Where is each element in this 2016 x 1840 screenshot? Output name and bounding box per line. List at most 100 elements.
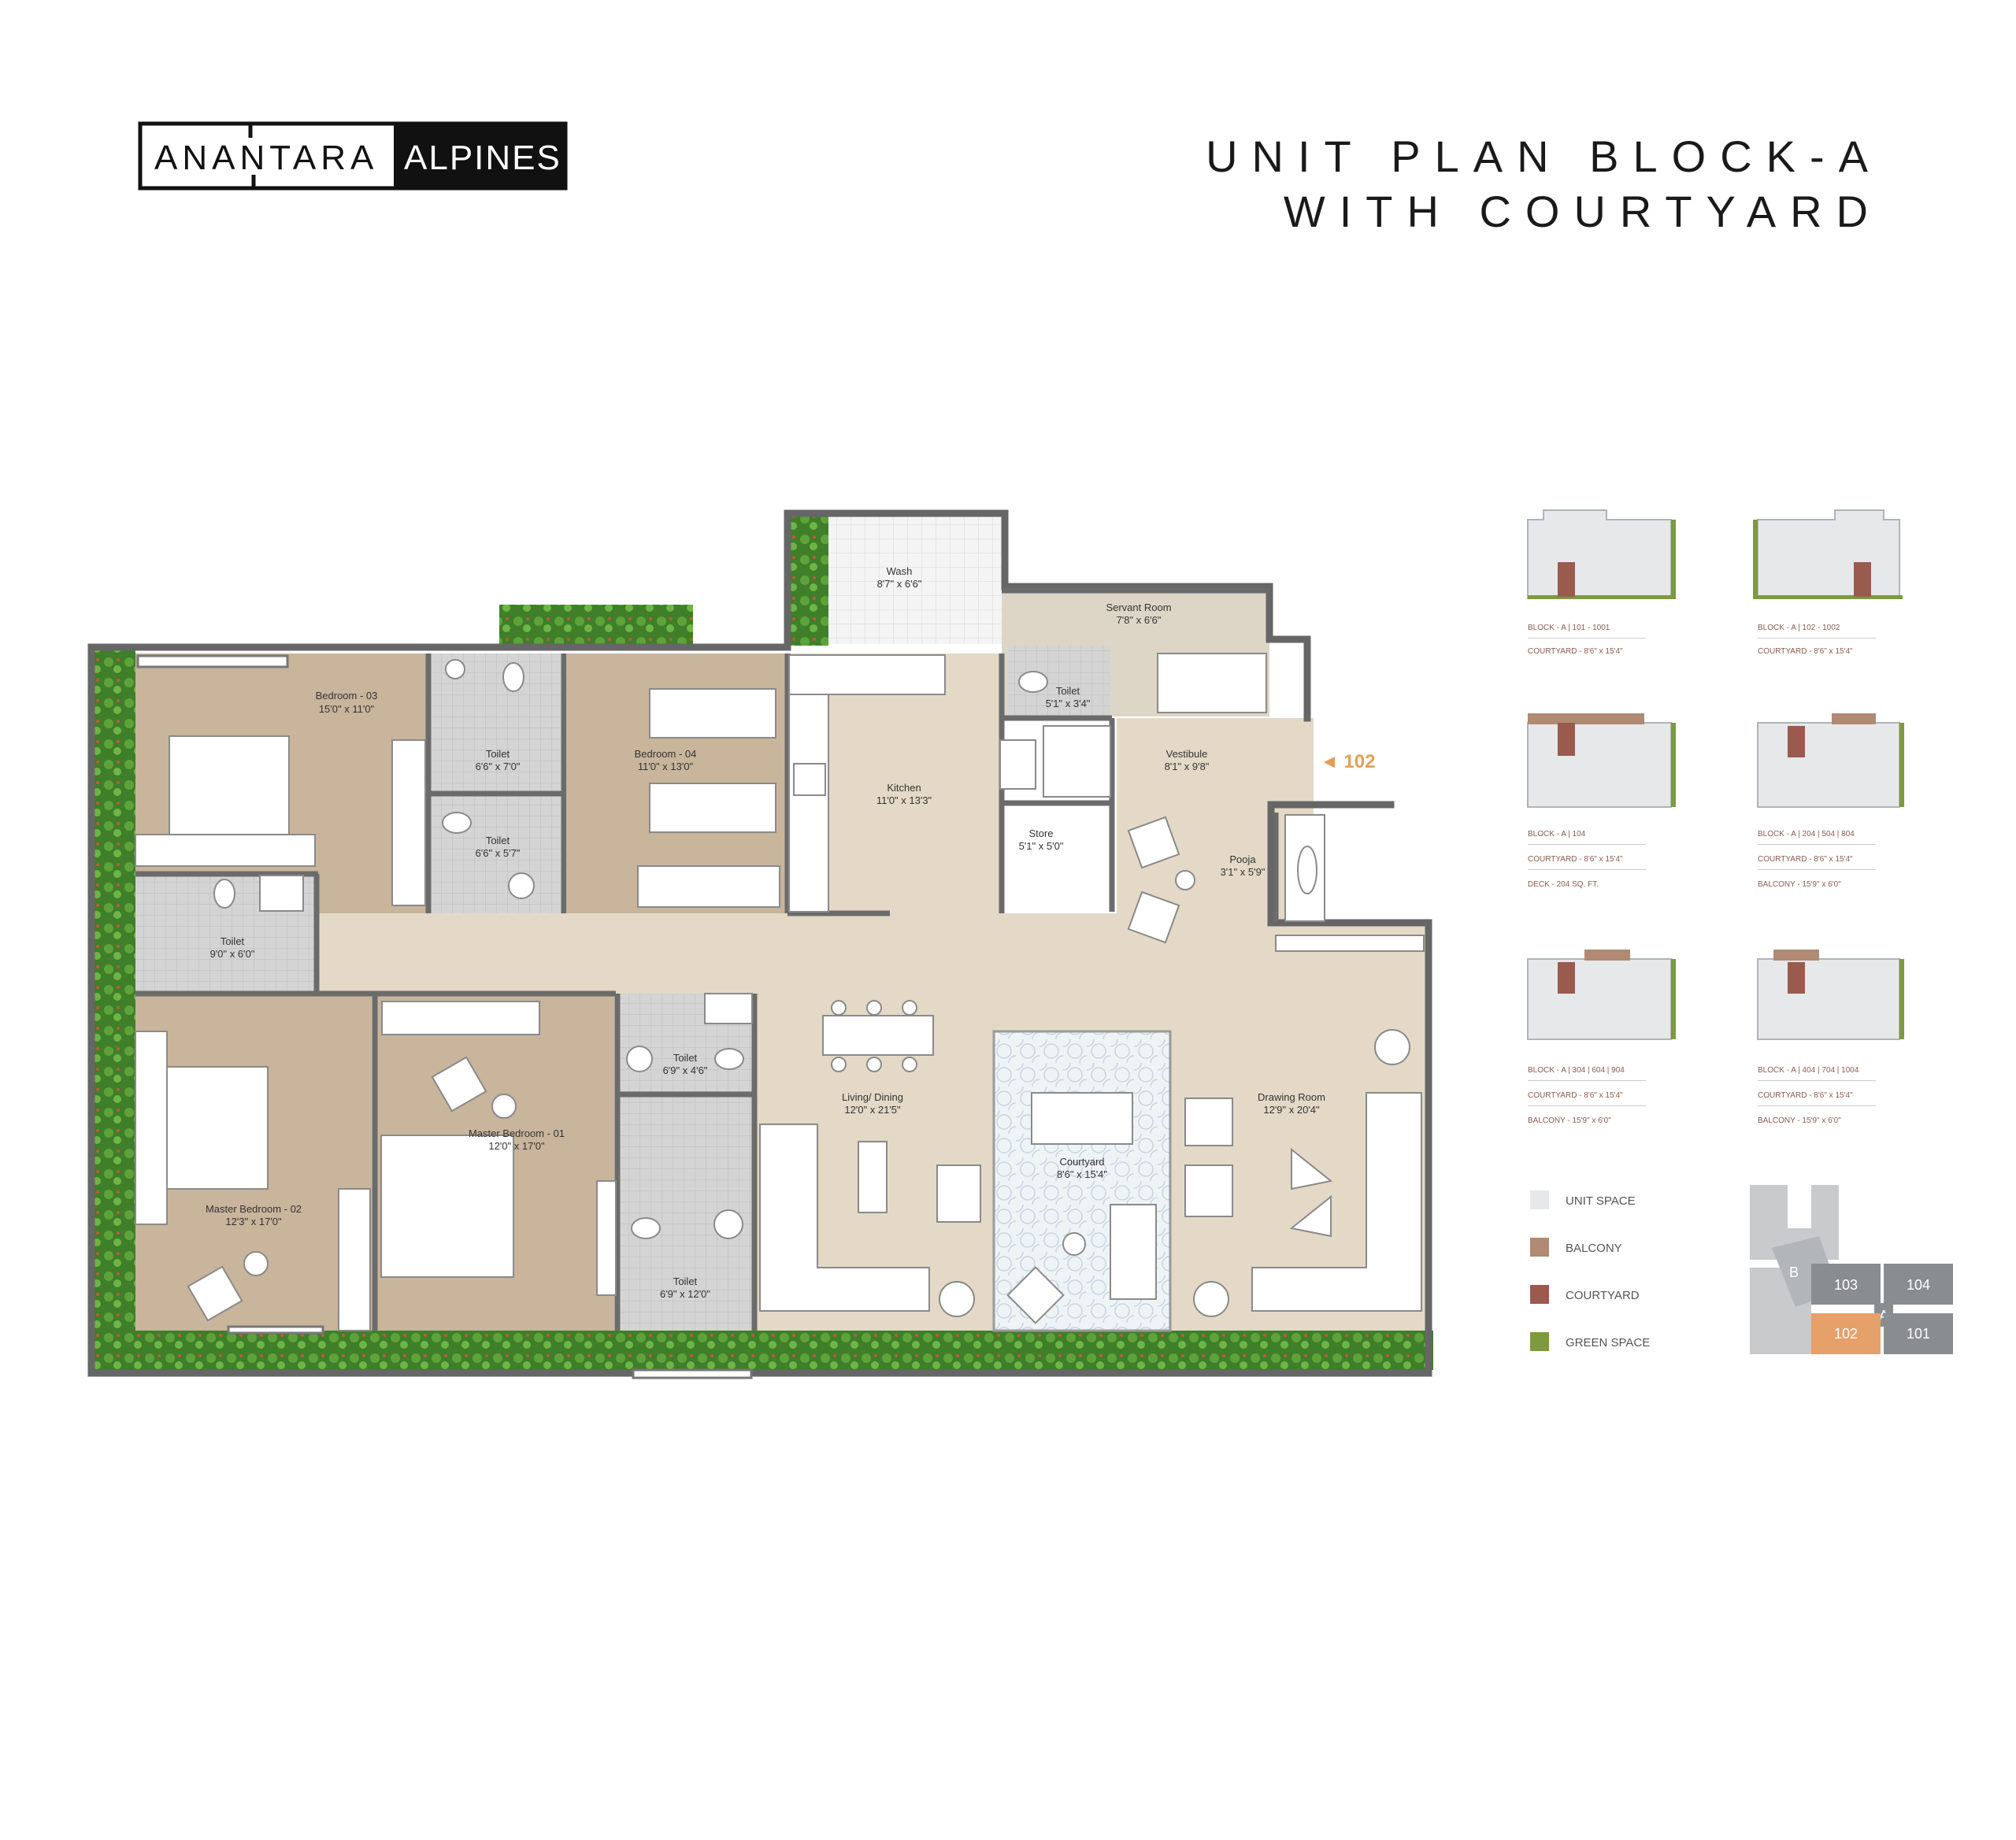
legend-swatch-courtyard [1530, 1285, 1549, 1304]
green-space-left [88, 646, 135, 1370]
room-size: 8'6" x 15'4" [1057, 1168, 1107, 1180]
room-size: 8'7" x 6'6" [877, 578, 922, 590]
site-unit-101 [1884, 1313, 1953, 1354]
unit-marker: ◄ 102 [1320, 751, 1375, 772]
key-plan-1: BLOCK - A | 101 - 1001 COURTYARD - 8'6" … [1527, 509, 1676, 656]
key-plan-3: BLOCK - A | 104 COURTYARD - 8'6" x 15'4"… [1527, 713, 1676, 889]
room-name: Kitchen [887, 782, 921, 794]
key-plan-1-line-1: BLOCK - A | 101 - 1001 [1528, 624, 1610, 632]
floor-plan: Bedroom - 03 15'0" x 11'0" Toilet 6'6" x… [87, 509, 1433, 1379]
bed-04-a [649, 688, 776, 739]
room-size: 12'0" x 21'5" [844, 1104, 901, 1116]
site-plan: B 103 104 A 102 101 [1750, 1185, 1953, 1354]
key-plan-5: BLOCK - A | 304 | 604 | 904 COURTYARD - … [1527, 950, 1676, 1125]
room-size: 6'9" x 4'6" [663, 1064, 708, 1076]
brand-logo: ANANTARA ALPINES [138, 121, 568, 191]
furniture [135, 653, 1425, 1331]
room-size: 15'0" x 11'0" [319, 703, 375, 715]
bed-master-01 [380, 1135, 514, 1278]
site-block-b: B [1789, 1264, 1799, 1280]
room-size: 5'1" x 3'4" [1046, 698, 1091, 709]
room-name: Store [1028, 827, 1053, 839]
room-size: 12'0" x 17'0" [488, 1140, 545, 1152]
key-plan-6-line-1: BLOCK - A | 404 | 704 | 1004 [1758, 1066, 1859, 1075]
title-line-1: UNIT PLAN BLOCK-A [1206, 131, 1882, 181]
room-name: Vestibule [1166, 748, 1208, 760]
legend-label: GREEN SPACE [1566, 1336, 1650, 1349]
room-size: 11'0" x 13'3" [876, 794, 932, 806]
room-size: 12'3" x 17'0" [225, 1216, 282, 1227]
key-plan-2: BLOCK - A | 102 - 1002 COURTYARD - 8'6" … [1753, 509, 1903, 656]
sofa-drawing [1251, 1092, 1422, 1312]
green-space-bottom [88, 1331, 1433, 1370]
room-size: 5'1" x 5'0" [1019, 840, 1064, 852]
site-unit-label: 102 [1834, 1326, 1858, 1342]
key-plan-2-line-2: COURTYARD - 8'6" x 15'4" [1758, 647, 1853, 656]
key-plans: BLOCK - A | 101 - 1001 COURTYARD - 8'6" … [1527, 509, 1904, 1125]
room-size: 6'6" x 7'0" [476, 761, 521, 772]
green-space-top-1 [499, 605, 693, 644]
legend-label: UNIT SPACE [1566, 1194, 1636, 1208]
room-size: 12'9" x 20'4" [1263, 1104, 1320, 1116]
key-plan-5-line-2: COURTYARD - 8'6" x 15'4" [1528, 1091, 1623, 1100]
room-name: Courtyard [1059, 1156, 1104, 1168]
key-plan-2-line-1: BLOCK - A | 102 - 1002 [1758, 624, 1840, 632]
room-size: 3'1" x 5'9" [1221, 866, 1266, 878]
room-labels: Bedroom - 03 15'0" x 11'0" Toilet 6'6" x… [206, 565, 1325, 1300]
room-name: Toilet [220, 935, 245, 947]
key-plan-4: BLOCK - A | 204 | 504 | 804 COURTYARD - … [1757, 713, 1904, 889]
room-name: Toilet [486, 748, 510, 760]
legend-swatch-balcony [1530, 1238, 1549, 1257]
key-plan-1-line-2: COURTYARD - 8'6" x 15'4" [1528, 647, 1623, 656]
legend-label: BALCONY [1566, 1242, 1622, 1255]
site-unit-label: 103 [1834, 1277, 1858, 1293]
room-name: Toilet [486, 835, 510, 846]
legend-swatch-unit-space [1530, 1190, 1549, 1209]
key-plan-3-line-2: COURTYARD - 8'6" x 15'4" [1528, 855, 1623, 864]
walls [87, 509, 1432, 1377]
brand-left: ANANTARA [154, 139, 378, 177]
key-plan-5-line-3: BALCONY - 15'9" x 6'0" [1528, 1116, 1611, 1125]
room-size: 6'9" x 12'0" [660, 1288, 710, 1300]
room-size: 6'6" x 5'7" [476, 847, 521, 859]
key-plan-5-line-1: BLOCK - A | 304 | 604 | 904 [1528, 1066, 1625, 1075]
key-plan-6: BLOCK - A | 404 | 704 | 1004 COURTYARD -… [1757, 950, 1904, 1125]
site-unit-104 [1884, 1264, 1953, 1305]
key-plan-4-line-3: BALCONY - 15'9" x 6'0" [1758, 880, 1841, 889]
room-name: Pooja [1229, 853, 1256, 865]
room-name: Bedroom - 04 [635, 748, 697, 760]
key-plan-6-line-3: BALCONY - 15'9" x 6'0" [1758, 1116, 1841, 1125]
room-name: Living/ Dining [842, 1091, 903, 1103]
legend: UNIT SPACE BALCONY COURTYARD GREEN SPACE [1530, 1190, 1650, 1351]
room-name: Toilet [1056, 685, 1080, 697]
room-name: Master Bedroom - 02 [206, 1203, 302, 1215]
dining-table [822, 1015, 934, 1056]
legend-label: COURTYARD [1566, 1289, 1640, 1302]
room-size: 7'8" x 6'6" [1117, 614, 1162, 626]
legend-swatch-green-space [1530, 1332, 1549, 1351]
key-plan-4-line-2: COURTYARD - 8'6" x 15'4" [1758, 855, 1853, 864]
site-unit-102 [1811, 1313, 1881, 1354]
site-unit-103 [1811, 1264, 1881, 1305]
green-space-top-2 [789, 515, 828, 646]
room-size: 8'1" x 9'8" [1165, 761, 1210, 772]
room-name: Toilet [673, 1275, 698, 1287]
key-plan-3-line-3: DECK - 204 SQ. FT. [1528, 880, 1599, 889]
room-size: 11'0" x 13'0" [638, 761, 694, 772]
room-size: 9'0" x 6'0" [210, 948, 255, 960]
site-unit-label: 104 [1907, 1277, 1930, 1293]
room-name: Toilet [673, 1052, 698, 1064]
key-plan-3-line-1: BLOCK - A | 104 [1528, 830, 1586, 839]
room-name: Servant Room [1106, 602, 1171, 613]
sofa-living [759, 1124, 930, 1312]
room-name: Master Bedroom - 01 [469, 1127, 565, 1139]
room-name: Wash [887, 565, 913, 577]
brand-right: ALPINES [404, 139, 561, 177]
room-name: Bedroom - 03 [316, 690, 378, 702]
room-name: Drawing Room [1258, 1091, 1325, 1103]
site-unit-label: 101 [1907, 1326, 1930, 1342]
key-plan-6-line-2: COURTYARD - 8'6" x 15'4" [1758, 1091, 1853, 1100]
title-line-2: WITH COURTYARD [1284, 187, 1882, 236]
key-plan-4-line-1: BLOCK - A | 204 | 504 | 804 [1758, 830, 1855, 839]
